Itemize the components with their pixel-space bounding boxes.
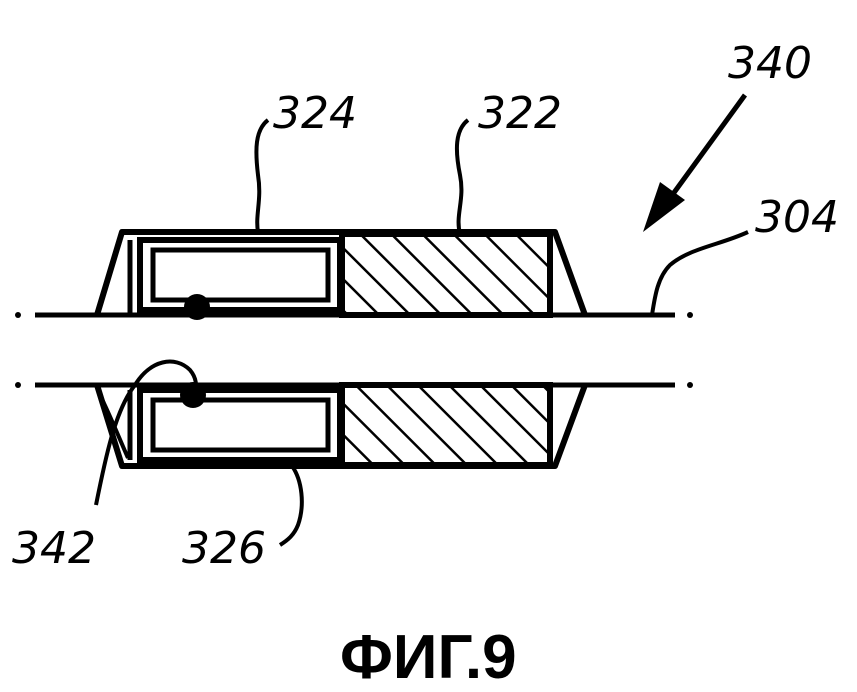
label-324: 324 — [273, 88, 357, 139]
label-322: 322 — [478, 88, 562, 139]
leader-304 — [650, 230, 749, 316]
leader-326 — [278, 464, 304, 547]
leader-322 — [454, 118, 470, 235]
lower-hatched-block — [339, 382, 553, 468]
wire-342-cross — [98, 394, 130, 459]
upper-coil-inner — [150, 247, 331, 303]
lower-coil-inner — [150, 397, 331, 453]
wire-342 — [94, 359, 198, 506]
label-326: 326 — [182, 523, 266, 574]
upper-connection-dot — [184, 294, 210, 320]
lower-housing-outline — [94, 383, 588, 469]
arrow-340 — [643, 93, 748, 232]
leader-324 — [254, 118, 270, 233]
label-342: 342 — [12, 523, 96, 574]
upper-hatched-block — [339, 231, 553, 318]
figure-caption: ФИГ.9 — [340, 623, 517, 692]
label-340: 340 — [728, 38, 812, 89]
label-304: 304 — [755, 192, 839, 243]
upper-housing-outline — [94, 229, 588, 317]
